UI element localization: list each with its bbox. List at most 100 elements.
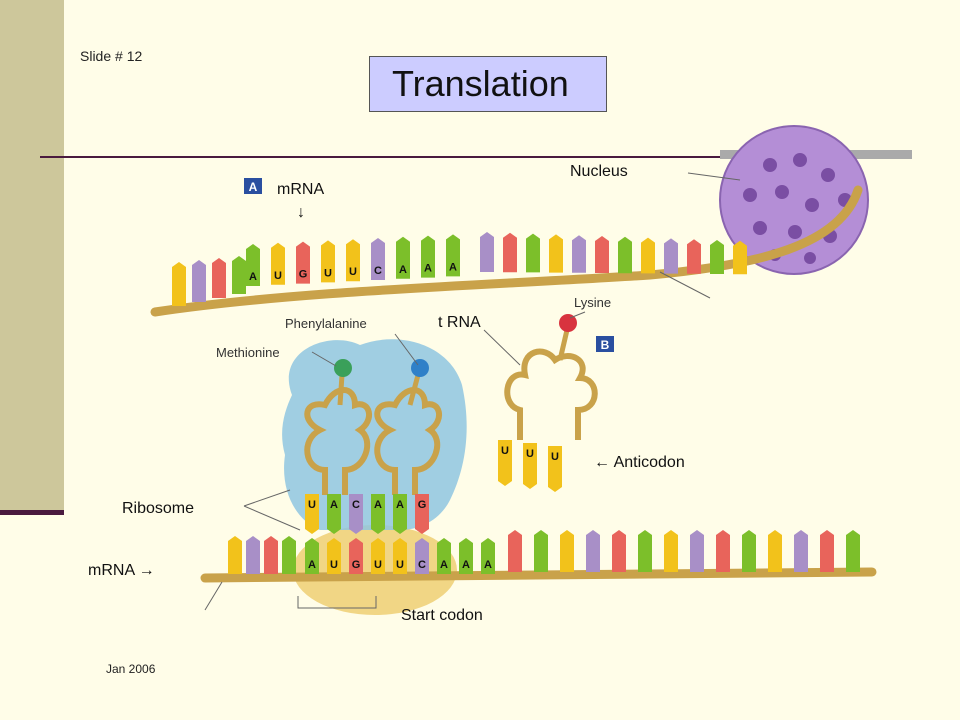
nucleotide-base (733, 240, 747, 275)
base-letter: C (374, 265, 382, 277)
nucleotide-base (346, 239, 360, 282)
nucleotide-base (503, 232, 517, 273)
sidebar-divider (0, 510, 64, 515)
nucleotide-base (228, 536, 242, 574)
nucleotide-base (586, 530, 600, 572)
sidebar-band (0, 0, 64, 512)
nucleotide-base (393, 538, 407, 574)
nucleotide-base (618, 236, 632, 274)
base-letter: U (526, 448, 534, 460)
nucleotide-base (192, 260, 206, 302)
base-letter: A (424, 263, 432, 275)
base-letter: A (330, 499, 338, 511)
base-letter: A (308, 559, 316, 571)
nucleotide-base (498, 440, 512, 486)
nucleotide-base (459, 538, 473, 574)
nucleotide-base (321, 240, 335, 283)
base-letter: U (349, 266, 357, 278)
nucleotide-base (232, 256, 246, 294)
start-codon-label: Start codon (401, 607, 483, 624)
page-title: Translation (392, 63, 569, 104)
trna-label: t RNA (438, 314, 481, 331)
nucleotide-base (371, 494, 385, 534)
nucleotide-base (638, 530, 652, 572)
nucleotide-base (349, 538, 363, 574)
lysine-label: Lysine (574, 295, 612, 310)
bound-trna-methionine (304, 359, 372, 495)
nucleotide-base (282, 536, 296, 574)
nucleotide-base (246, 536, 260, 574)
nucleotide-base (846, 530, 860, 572)
nucleotide-base (612, 530, 626, 572)
panel-a-badge (244, 178, 262, 194)
panel-a-letter: A (249, 180, 258, 194)
phenylalanine-label: Phenylalanine (285, 316, 367, 331)
nucleotide-base (305, 494, 319, 534)
nucleotide-base (246, 244, 260, 286)
nucleotide-base (595, 236, 609, 273)
base-letter: A (374, 499, 382, 511)
base-letter: A (399, 264, 407, 276)
nucleotide-base (664, 530, 678, 572)
leader-lines (204, 172, 741, 611)
nucleotide-base (296, 241, 310, 284)
base-letter: U (330, 559, 338, 571)
nucleotide-base (664, 238, 678, 274)
nucleotide-base (371, 538, 385, 574)
ribosome-large-subunit (282, 339, 467, 530)
nucleotide-base (690, 530, 704, 572)
nucleotide-base (480, 232, 494, 272)
nucleotide-base (742, 530, 756, 572)
base-letter: A (462, 559, 470, 571)
nucleotide-base (794, 530, 808, 572)
nucleotide-base (548, 446, 562, 492)
bottom-mrna-backbone (200, 567, 877, 583)
title-rule (40, 156, 912, 158)
mrna-top-label: mRNA (277, 181, 325, 198)
base-letter: U (274, 270, 282, 282)
base-letter: A (249, 271, 257, 283)
panel-b-letter: B (601, 338, 610, 352)
mrna-top-arrow: ↓ (297, 204, 305, 221)
base-letter: U (324, 267, 332, 279)
nucleotide-base (396, 236, 410, 279)
nucleotide-base (560, 530, 574, 572)
nucleotide-base (641, 237, 655, 274)
nucleotide-base (437, 538, 451, 574)
base-letter: A (484, 559, 492, 571)
base-letter: C (352, 499, 360, 511)
mrna-bottom-label: mRNA → (88, 562, 155, 579)
base-letter: C (418, 559, 426, 571)
anticodon-label: ← Anticodon (594, 454, 685, 471)
base-letter: G (352, 559, 361, 571)
nucleotide-base (271, 242, 285, 285)
nucleotide-base (549, 234, 563, 273)
nucleotide-base (446, 234, 460, 277)
nucleotide-base (415, 538, 429, 574)
nucleotide-base (710, 240, 724, 274)
base-letter: A (440, 559, 448, 571)
nucleotide-base (327, 494, 341, 534)
bound-trna-phenylalanine (374, 359, 442, 495)
nucleus-label: Nucleus (570, 163, 628, 180)
base-letter: U (501, 445, 509, 457)
nucleotide-base (534, 530, 548, 572)
nucleotide-base (305, 538, 319, 574)
ribosome-label: Ribosome (122, 500, 195, 517)
nucleotide-base (768, 530, 782, 572)
nucleotide-base (421, 235, 435, 278)
nucleotide-base (349, 494, 363, 534)
base-letter: U (374, 559, 382, 571)
base-letter: A (449, 261, 457, 273)
base-letter: U (551, 451, 559, 463)
base-letter: U (396, 559, 404, 571)
slide-date: Jan 2006 (106, 662, 156, 676)
nucleotide-base (415, 494, 429, 534)
base-letter: A (396, 499, 404, 511)
base-letter: G (418, 499, 427, 511)
